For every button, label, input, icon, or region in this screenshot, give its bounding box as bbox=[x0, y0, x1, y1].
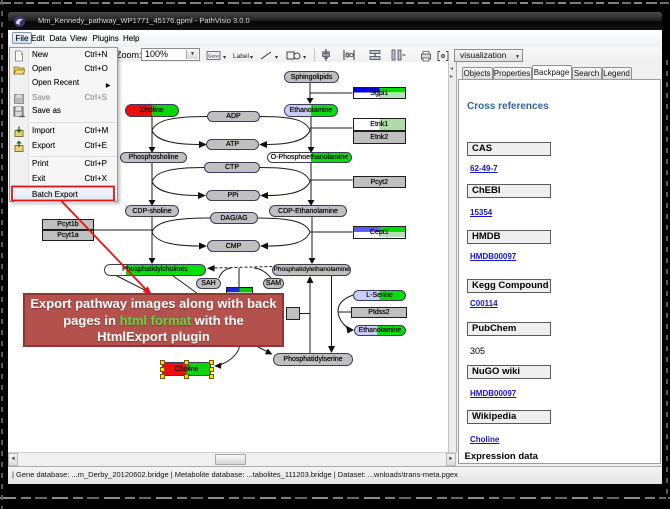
svg-text:▾: ▾ bbox=[303, 55, 306, 61]
svg-text:Gene: Gene bbox=[208, 54, 220, 59]
svg-text:▾: ▾ bbox=[275, 55, 278, 61]
svg-text:▾: ▾ bbox=[250, 55, 253, 61]
svg-text:Label: Label bbox=[233, 53, 249, 60]
svg-text:▾: ▾ bbox=[223, 55, 226, 61]
